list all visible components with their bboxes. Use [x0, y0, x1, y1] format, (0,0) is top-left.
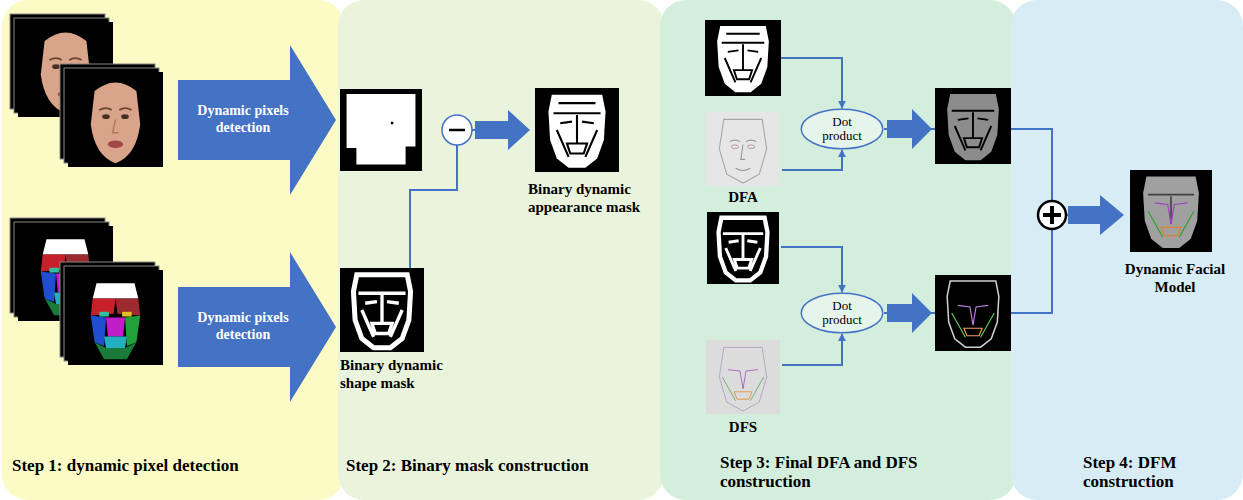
minus-sign	[449, 129, 465, 132]
image-caption: Binary dynamic shape mask	[340, 356, 470, 392]
connector	[782, 334, 842, 365]
operation-ellipse: Dot product	[800, 292, 884, 334]
face-photo-stack	[10, 14, 163, 167]
process-arrow: Dynamic pixels detection	[178, 45, 338, 195]
mask-image	[705, 20, 781, 96]
block-arrow	[887, 293, 932, 333]
plus-sign	[1050, 206, 1054, 224]
step-title: Step 1: dynamic pixel detection	[12, 456, 337, 476]
block-arrow	[475, 110, 530, 150]
block-arrow	[887, 109, 932, 149]
operator-circle	[1038, 201, 1066, 229]
appearance-mask-image	[535, 88, 619, 172]
operation-ellipse: Dot product	[800, 108, 884, 150]
leader-line	[781, 58, 842, 108]
image-caption: DFA	[704, 188, 782, 206]
step-title: Step 2: Binary mask construction	[346, 456, 658, 476]
ellipse-outline	[801, 293, 882, 332]
block-arrow-fill	[178, 252, 336, 402]
process-arrow: Dynamic pixels detection	[178, 252, 338, 402]
node-label: Dynamic pixels detection	[184, 310, 302, 344]
leader-line	[781, 247, 842, 292]
final-dfa-image	[935, 88, 1011, 164]
image-caption: Dynamic Facial Model	[1120, 260, 1230, 296]
operator-circle	[442, 115, 472, 145]
image-caption: DFS	[704, 418, 782, 436]
dynamic-mask-image	[340, 89, 422, 171]
connector	[782, 150, 842, 170]
node-label: Dynamic pixels detection	[184, 103, 302, 137]
mask-image	[707, 212, 779, 284]
dfa-image	[706, 112, 780, 186]
segmented-face	[68, 270, 163, 365]
block-arrow-fill	[178, 45, 336, 195]
dfm-image	[1130, 170, 1212, 252]
segmentation-stack	[10, 218, 163, 365]
minus-symbol	[442, 115, 472, 145]
step-title: Step 4: DFM construction	[1083, 453, 1233, 492]
block-arrow	[1068, 195, 1124, 235]
node-label: Dot product	[816, 115, 868, 144]
step-panel: Step 2: Binary mask construction Binary d…	[338, 0, 664, 500]
step-title: Step 3: Final DFA and DFS construction	[720, 453, 990, 492]
plus-symbol	[1038, 201, 1066, 229]
node-label: Dot product	[816, 299, 868, 328]
dfs-image	[706, 340, 780, 414]
connector	[410, 130, 528, 268]
face-photo	[68, 72, 163, 167]
ellipse-outline	[801, 109, 882, 148]
image-caption: Binary dynamic appearance mask	[528, 180, 663, 216]
final-dfs-image	[935, 275, 1011, 351]
shape-mask-image	[340, 268, 424, 352]
